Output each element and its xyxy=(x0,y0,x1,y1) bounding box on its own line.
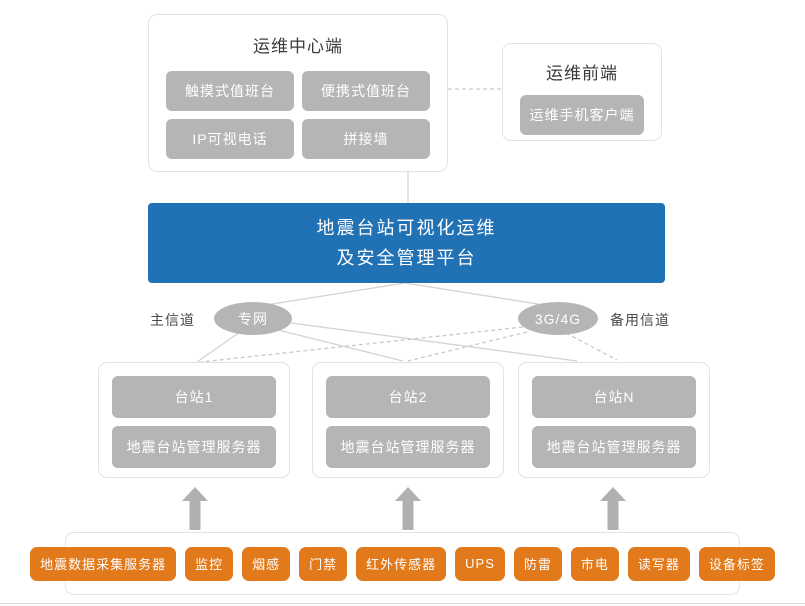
stationN-server: 地震台站管理服务器 xyxy=(532,426,696,468)
node-touch-duty-console: 触摸式值班台 xyxy=(166,71,294,111)
node-seismic-data-server: 地震数据采集服务器 xyxy=(30,546,177,581)
node-infrared-sensor: 红外传感器 xyxy=(356,546,447,581)
platform-title-line1: 地震台站可视化运维 xyxy=(316,218,497,238)
ops-center-title: 运维中心端 xyxy=(253,37,343,56)
ops-front-panel: 运维前端 运维手机客户端 xyxy=(502,43,662,141)
station1-server: 地震台站管理服务器 xyxy=(112,426,276,468)
link-private-station1 xyxy=(196,331,241,363)
devices-row: 地震数据采集服务器 监控 烟感 门禁 红外传感器 UPS 防雷 市电 读写器 设… xyxy=(30,533,775,594)
link-3g4g-stationN xyxy=(565,332,618,361)
node-rfid-reader: 读写器 xyxy=(627,546,690,581)
up-arrow-station2 xyxy=(395,487,421,530)
node-ups: UPS xyxy=(455,546,505,581)
link-private-station2 xyxy=(277,329,404,362)
station1-name: 台站1 xyxy=(112,376,276,418)
link-private-stationN xyxy=(290,322,578,362)
private-network-node: 专网 xyxy=(214,302,292,335)
station1-panel: 台站1 地震台站管理服务器 xyxy=(98,362,290,478)
platform-title-line2: 及安全管理平台 xyxy=(336,248,477,268)
stationN-panel: 台站N 地震台站管理服务器 xyxy=(518,362,710,478)
link-3g4g-station1 xyxy=(200,326,524,363)
node-smoke-sensor: 烟感 xyxy=(242,546,291,581)
devices-panel: 地震数据采集服务器 监控 烟感 门禁 红外传感器 UPS 防雷 市电 读写器 设… xyxy=(30,532,775,595)
node-access-control: 门禁 xyxy=(299,546,348,581)
station2-panel: 台站2 地震台站管理服务器 xyxy=(312,362,504,478)
ops-front-title: 运维前端 xyxy=(546,64,618,83)
node-lightning-protection: 防雷 xyxy=(513,546,562,581)
station2-name: 台站2 xyxy=(326,376,490,418)
backup-channel-label: 备用信道 xyxy=(610,312,670,328)
3g4g-node: 3G/4G xyxy=(518,302,598,335)
page-bottom-divider xyxy=(0,603,805,604)
primary-channel-label: 主信道 xyxy=(150,312,195,328)
ops-center-panel: 运维中心端 触摸式值班台 便携式值班台 IP可视电话 拼接墙 xyxy=(148,14,448,172)
node-monitoring: 监控 xyxy=(185,546,234,581)
node-mobile-client: 运维手机客户端 xyxy=(520,95,644,135)
stationN-name: 台站N xyxy=(532,376,696,418)
station2-server: 地震台站管理服务器 xyxy=(326,426,490,468)
link-platform-private xyxy=(265,282,406,306)
platform-node: 地震台站可视化运维 及安全管理平台 xyxy=(148,203,665,283)
ops-center-button-grid: 触摸式值班台 便携式值班台 IP可视电话 拼接墙 xyxy=(166,71,430,159)
node-portable-duty-console: 便携式值班台 xyxy=(302,71,430,111)
node-ip-video-phone: IP可视电话 xyxy=(166,119,294,159)
link-platform-3g4g xyxy=(404,282,545,306)
up-arrow-stationN xyxy=(600,487,626,530)
node-asset-tag: 设备标签 xyxy=(698,546,775,581)
node-video-wall: 拼接墙 xyxy=(302,119,430,159)
up-arrow-station1 xyxy=(182,487,208,530)
node-mains-power: 市电 xyxy=(570,546,619,581)
